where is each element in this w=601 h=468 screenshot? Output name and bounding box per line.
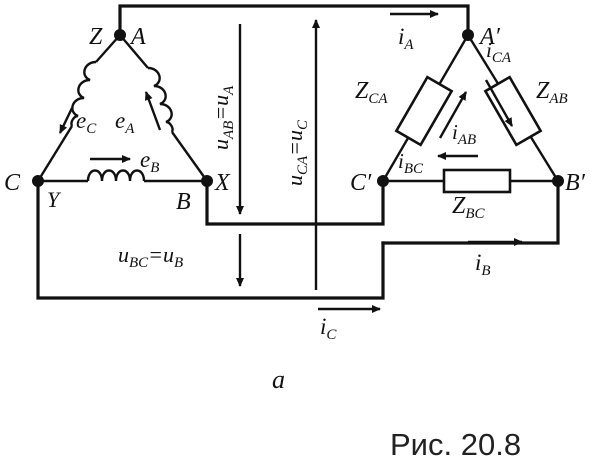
label-B: B: [176, 189, 191, 215]
label-uAB: uAB=uA: [208, 85, 237, 150]
label-iB: iB: [475, 250, 491, 279]
arrow-iCA: [438, 91, 468, 139]
wire-line-B-to-C-prime: [205, 179, 385, 226]
arrow-iAB: [484, 79, 514, 127]
impedance-ZAB: [483, 75, 543, 147]
arrow-eA: [144, 91, 162, 131]
wire-line-A: [118, 4, 470, 37]
wire-line-B-prime-down: [381, 179, 560, 245]
arrow-eC: [58, 107, 74, 134]
label-ZBC: ZBC: [452, 193, 486, 222]
label-eB: eB: [140, 147, 159, 176]
coil-eA: [147, 66, 174, 133]
source-side-AB: [119, 34, 149, 69]
label-A: A: [129, 24, 146, 50]
label-A-prime: A′: [478, 24, 501, 50]
node-B-prime: [552, 175, 564, 187]
node-A: [114, 29, 126, 41]
label-iBC: iBC: [398, 149, 424, 177]
label-iC: iC: [320, 314, 337, 343]
node-B: [201, 175, 213, 187]
part-label: a: [272, 365, 285, 394]
label-iAB: iAB: [452, 120, 476, 148]
coil-eB: [86, 169, 146, 182]
impedance-ZBC: [442, 168, 512, 194]
label-iCA: iCA: [486, 38, 512, 66]
source-side-CA: [95, 34, 121, 63]
label-uCA: uCA=uC: [282, 119, 311, 186]
figure-caption: Рис. 20.8: [390, 427, 521, 462]
label-uBC: uBC=uB: [118, 242, 183, 271]
label-Y: Y: [47, 187, 62, 212]
node-C-prime: [377, 175, 389, 187]
label-iA: iA: [398, 24, 414, 53]
label-eA: eA: [115, 108, 135, 137]
label-C-prime: C′: [350, 170, 372, 196]
wire-line-C-to-B-prime: [36, 179, 385, 300]
label-Z: Z: [89, 24, 103, 50]
node-C: [32, 175, 44, 187]
label-ZCA: ZCA: [355, 78, 388, 107]
label-B-prime: B′: [565, 170, 586, 196]
impedance-ZCA: [394, 75, 454, 147]
node-A-prime: [462, 29, 474, 41]
coil-eC: [70, 60, 97, 127]
label-eC: eC: [76, 108, 97, 137]
label-X: X: [214, 170, 231, 196]
label-ZAB: ZAB: [536, 78, 568, 107]
label-C: C: [4, 170, 21, 196]
